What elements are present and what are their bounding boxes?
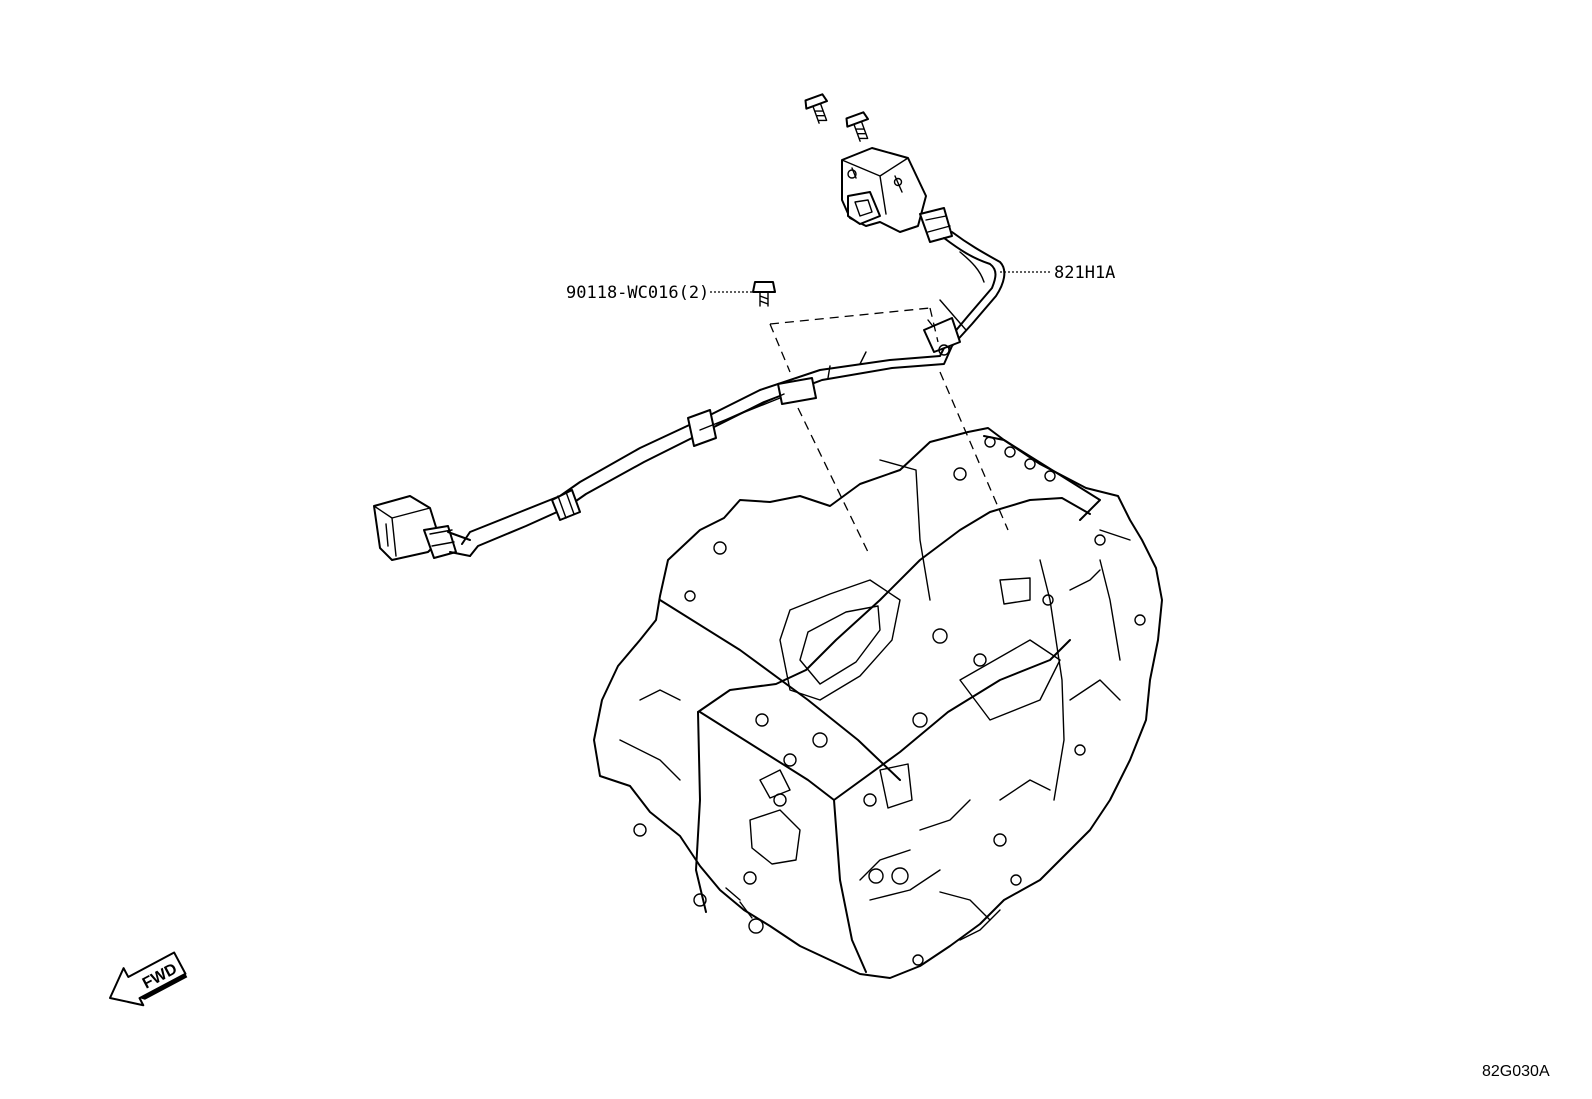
figure-code: 82G030A xyxy=(1482,1063,1550,1080)
fwd-arrow-icon: FWD xyxy=(109,951,188,1007)
mounting-bolt-icon xyxy=(752,281,776,307)
wire-harness xyxy=(461,231,1006,557)
harness-bolt-2-icon xyxy=(845,111,870,142)
bolt-callout: 90118-WC016(2) xyxy=(566,283,752,303)
transaxle-assembly xyxy=(593,427,1163,979)
harness-callout: 821H1A xyxy=(1000,263,1115,283)
installation-dashed-lines xyxy=(769,307,1009,553)
harness-bolt-1-icon xyxy=(804,93,829,124)
bolt-part-number: 90118-WC016(2) xyxy=(566,283,709,303)
upper-connector-icon xyxy=(841,147,953,243)
harness-part-number: 821H1A xyxy=(1054,263,1115,283)
lower-connector-icon xyxy=(373,495,471,561)
